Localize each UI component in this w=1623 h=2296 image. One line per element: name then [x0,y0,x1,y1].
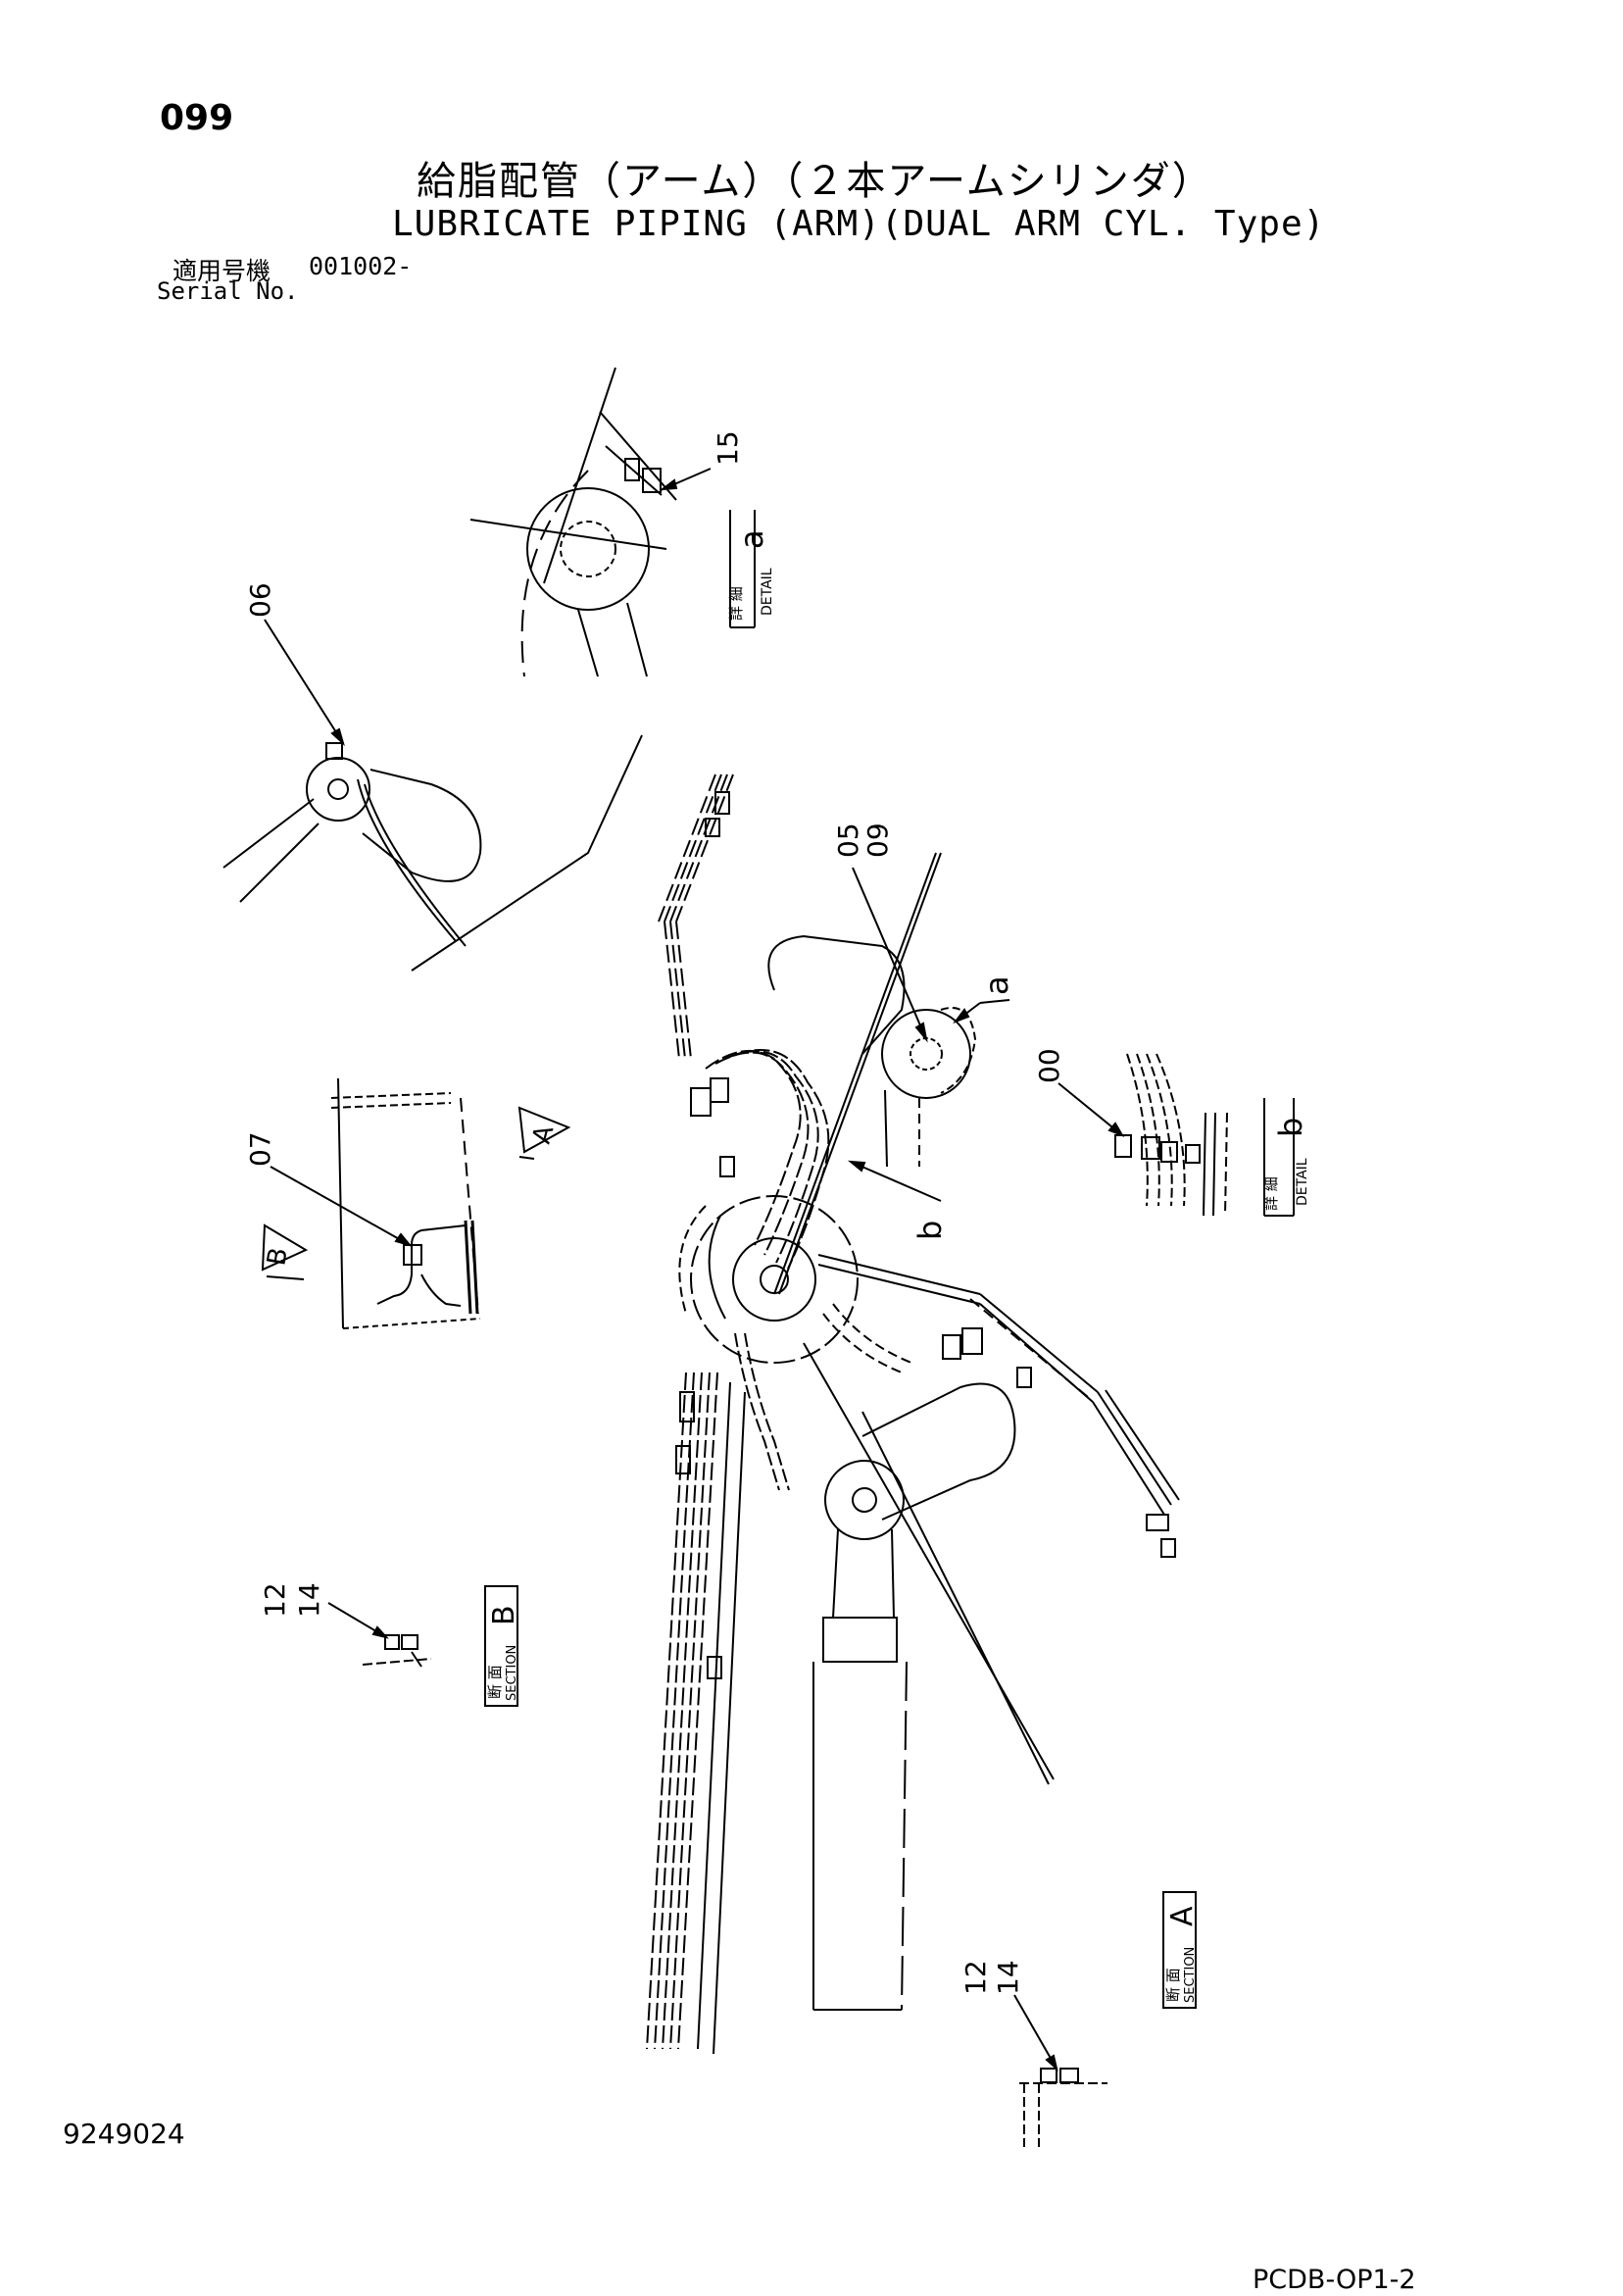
callout-07-leader [270,1166,413,1247]
detail-b-label-ja: 詳 細 [1262,1176,1280,1211]
callout-14-b: 14 [293,1582,325,1618]
section-a-letter: A [1165,1906,1200,1926]
title-japanese: 給脂配管（アーム）（２本アームシリンダ） [417,159,1213,204]
section-a-view [1019,2068,1107,2147]
detail-b-label-en: DETAIL [1295,1158,1310,1206]
detail-b-letter: b [1272,1118,1309,1137]
callout-12-14-leader-a [1013,1994,1058,2071]
callout-b-leader [847,1160,942,1202]
main-arm-assembly [646,774,1180,2055]
section-a-label-ja: 断 面 [1164,1968,1182,2002]
serial-value: 001002- [309,252,413,280]
detail-b-view [1114,1053,1228,1217]
detail-a-label-box [729,510,756,628]
section-b-label-ja: 断 面 [486,1665,504,1699]
section-b-view [362,1634,432,1668]
callout-06: 06 [244,582,276,618]
title-english: LUBRICATE PIPING (ARM)(DUAL ARM CYL. Typ… [392,204,1326,244]
callout-06-leader [264,619,345,747]
serial-label-japanese: 適用号機 [172,257,271,285]
callout-00-leader [1057,1082,1125,1137]
callout-05-09-leader [852,867,928,1043]
section-b-label-box [484,1585,518,1707]
detail-a-view [469,367,677,677]
document-number: 9249024 [63,2118,185,2150]
callout-09: 09 [861,823,894,858]
view-arrow-a [517,1106,571,1160]
callout-07: 07 [244,1131,276,1167]
part-06-view [222,734,643,972]
callout-12-14-leader-b [327,1602,389,1639]
callout-14-a: 14 [992,1960,1024,1995]
serial-label-english: Serial No. [157,277,299,305]
section-a-label-en: SECTION [1183,1947,1198,2003]
section-b-label-en: SECTION [505,1645,519,1701]
view-arrow-b [261,1223,309,1280]
page-number: 099 [160,98,234,138]
view-arrow-b-letter: B [262,1245,294,1268]
part-07-view [330,1077,481,1329]
callout-15-leader [659,468,712,491]
callout-00: 00 [1033,1048,1065,1083]
section-a-label-box [1162,1891,1197,2009]
callout-a-letter: a [978,975,1015,995]
section-b-letter: B [487,1605,521,1625]
callout-12-b: 12 [259,1582,291,1618]
detail-a-label-ja: 詳 細 [727,586,745,621]
callout-12-a: 12 [959,1960,992,1995]
callout-15: 15 [712,430,744,466]
callout-a-leader [953,999,1010,1024]
callout-05: 05 [832,823,864,858]
detail-b-label-box [1263,1098,1295,1217]
view-arrow-a-letter: A [527,1123,561,1147]
detail-a-label-en: DETAIL [760,568,775,616]
callout-b-letter: b [911,1221,949,1240]
reference-code: PCDB-OP1-2 [1253,2265,1416,2295]
detail-a-letter: a [733,529,770,549]
